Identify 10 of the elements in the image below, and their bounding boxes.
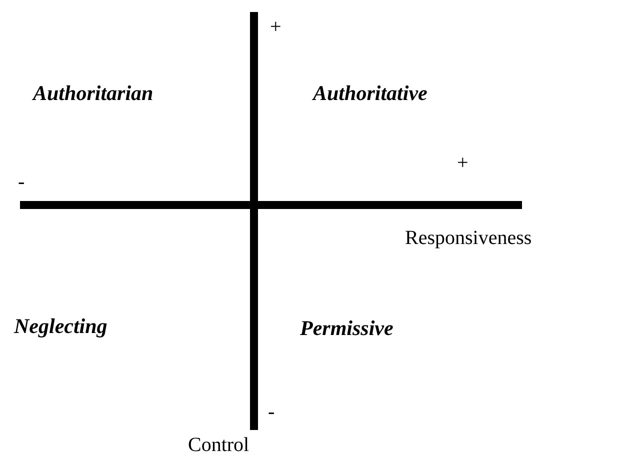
quadrant-label: Authoritative bbox=[313, 83, 428, 104]
minus-sign: - bbox=[18, 172, 25, 192]
quadrant-label: Permissive bbox=[300, 318, 394, 339]
axis-label: Responsiveness bbox=[405, 228, 532, 248]
quadrant-label: Authoritarian bbox=[33, 83, 154, 104]
axis-label: Control bbox=[188, 435, 250, 455]
minus-sign: - bbox=[268, 402, 275, 422]
plus-sign: + bbox=[457, 153, 468, 173]
plus-sign: + bbox=[270, 17, 282, 37]
quadrant-label: Neglecting bbox=[14, 316, 108, 337]
